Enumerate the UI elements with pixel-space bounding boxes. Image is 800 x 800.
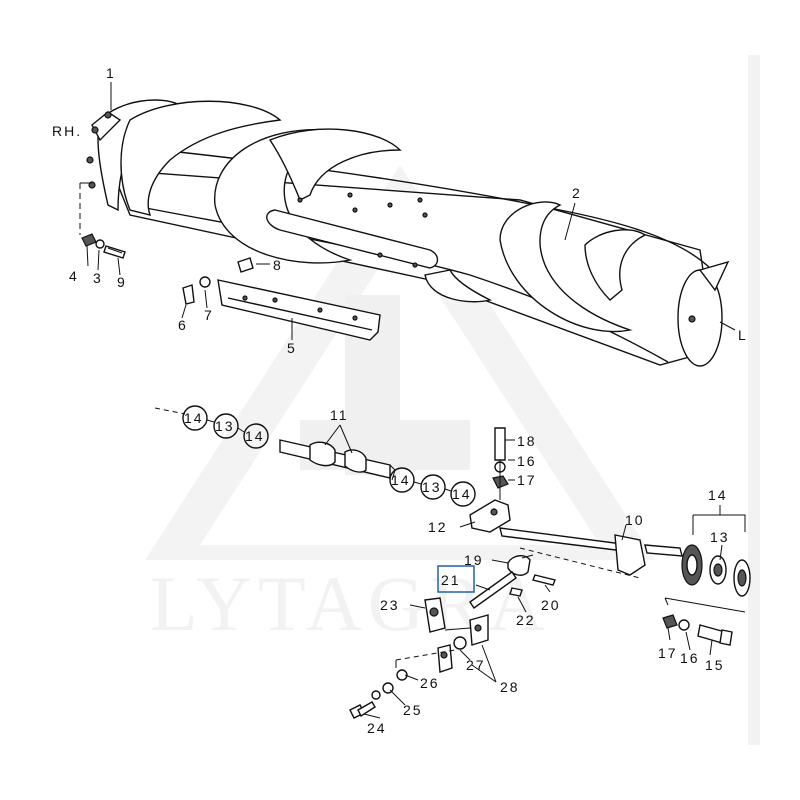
scan-margin bbox=[748, 55, 760, 745]
callout-18: 18 bbox=[517, 433, 537, 449]
callout-3: 3 bbox=[93, 270, 103, 286]
callout-25: 25 bbox=[403, 702, 423, 718]
labels: RH. L 1 2 3 4 5 6 7 8 9 10 11 12 13 13 1… bbox=[52, 65, 748, 736]
label-l: L bbox=[738, 327, 748, 343]
label-rh: RH. bbox=[52, 123, 82, 139]
auger-flight-mid bbox=[214, 128, 353, 264]
leader-lines bbox=[86, 82, 736, 719]
callout-24: 24 bbox=[367, 720, 387, 736]
callout-14e: 14 bbox=[708, 487, 728, 503]
tube-slot bbox=[266, 209, 439, 269]
auger-assembly bbox=[86, 99, 730, 367]
callout-13c: 13 bbox=[710, 529, 730, 545]
callout-20: 20 bbox=[541, 597, 561, 613]
mounting-bar bbox=[182, 257, 381, 341]
callout-16a: 16 bbox=[517, 453, 537, 469]
callout-23: 23 bbox=[380, 597, 400, 613]
auger-flight-right bbox=[499, 201, 633, 333]
watermark-text: LYTAGRA bbox=[150, 560, 551, 647]
callout-19: 19 bbox=[464, 552, 484, 568]
highlight-box-21 bbox=[437, 565, 475, 593]
pivot-bracket bbox=[469, 427, 511, 533]
callout-14b: 14 bbox=[245, 428, 265, 444]
drive-shaft bbox=[154, 407, 396, 481]
callout-4: 4 bbox=[69, 268, 79, 284]
callout-9: 9 bbox=[117, 274, 127, 290]
callout-7: 7 bbox=[204, 307, 214, 323]
callout-11: 11 bbox=[330, 407, 349, 423]
callout-14c: 14 bbox=[391, 472, 411, 488]
callout-16b: 16 bbox=[680, 650, 700, 666]
callout-14a: 14 bbox=[184, 410, 204, 426]
callout-13b: 13 bbox=[422, 479, 442, 495]
callout-26: 26 bbox=[420, 675, 440, 691]
callout-6: 6 bbox=[178, 317, 188, 333]
callout-10: 10 bbox=[625, 512, 645, 528]
callout-21: 21 bbox=[441, 572, 461, 588]
callout-14d: 14 bbox=[452, 486, 472, 502]
callout-28: 28 bbox=[500, 679, 520, 695]
callout-1: 1 bbox=[106, 65, 116, 81]
callout-15: 15 bbox=[705, 657, 725, 673]
callout-8: 8 bbox=[273, 257, 283, 273]
callout-17a: 17 bbox=[517, 472, 537, 488]
bolt-stack-right bbox=[662, 597, 746, 646]
callout-22: 22 bbox=[516, 612, 536, 628]
callout-2: 2 bbox=[572, 185, 582, 201]
bolt-stack-left bbox=[81, 233, 126, 259]
bearing-group-right bbox=[681, 514, 751, 597]
callout-12: 12 bbox=[428, 519, 448, 535]
callout-13a: 13 bbox=[215, 418, 235, 434]
circled-callouts bbox=[182, 405, 476, 507]
callout-27: 27 bbox=[466, 657, 486, 673]
callout-17b: 17 bbox=[658, 645, 678, 661]
callout-5: 5 bbox=[287, 340, 297, 356]
control-rod bbox=[499, 527, 683, 579]
linkage-arm bbox=[469, 554, 556, 609]
